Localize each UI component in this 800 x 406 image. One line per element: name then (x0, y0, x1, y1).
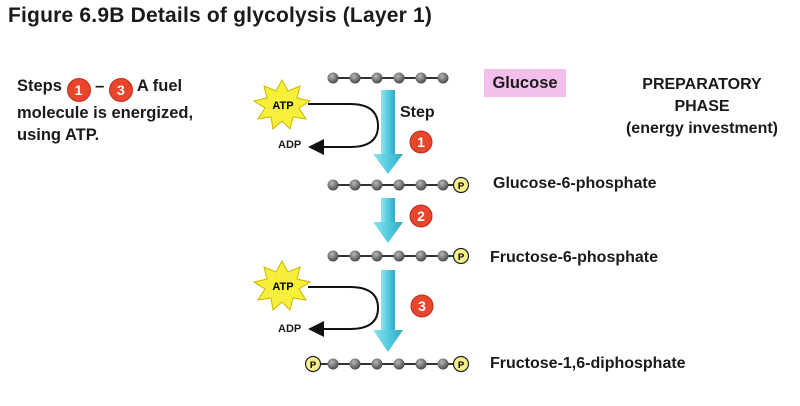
carbon-bead (349, 72, 361, 84)
phosphate-group (452, 355, 470, 373)
step-2-badge: 2 (409, 204, 433, 228)
carbon-bead (327, 179, 339, 191)
step-3-number: 3 (418, 298, 426, 314)
carbon-bead (371, 72, 383, 84)
step-3-badge: 3 (410, 294, 434, 318)
carbon-bead (349, 250, 361, 262)
step-1-badge: 1 (409, 130, 433, 154)
phosphate-text: P (458, 360, 465, 371)
carbon-bead (371, 250, 383, 262)
step-2-arrow (373, 198, 403, 243)
carbon-bead (415, 179, 427, 191)
carbon-bead (327, 358, 339, 370)
atp-starburst-top: ATP (252, 78, 312, 130)
fructose-6-phosphate-label: Fructose-6-phosphate (490, 249, 659, 266)
carbon-bead (393, 179, 405, 191)
atp-text-bottom: ATP (272, 281, 293, 293)
carbon-bead (327, 72, 339, 84)
carbon-bead (349, 358, 361, 370)
step-2-number: 2 (417, 208, 425, 224)
carbon-bead (349, 179, 361, 191)
steps-text-line3: using ATP. (17, 126, 100, 144)
glucose-molecule (327, 72, 449, 84)
carbon-bead (437, 250, 449, 262)
atp-text-top: ATP (272, 100, 293, 112)
step-1-number: 1 (417, 134, 425, 150)
carbon-bead (371, 358, 383, 370)
carbon-bead (393, 250, 405, 262)
glucose-label: Glucose (484, 69, 566, 97)
carbon-bead (415, 72, 427, 84)
glucose-6-phosphate-molecule: P (327, 176, 470, 194)
phase-label: PREPARATORY PHASE (energy investment) (602, 74, 800, 140)
carbon-bead (437, 179, 449, 191)
adp-label-top: ADP (278, 139, 302, 151)
carbon-bead (393, 72, 405, 84)
atp-adp-arrow-top (308, 103, 380, 155)
phosphate-text: P (458, 252, 465, 263)
fructose-1-6-diphosphate-label: Fructose-1,6-diphosphate (490, 355, 686, 372)
atp-starburst-bottom: ATP (252, 259, 312, 311)
figure-title: Figure 6.9B Details of glycolysis (Layer… (8, 4, 433, 27)
carbon-bead (327, 250, 339, 262)
steps-text-line1: A fuel (136, 77, 183, 95)
step-badge-3: 3 (108, 78, 133, 102)
carbon-bead (371, 179, 383, 191)
step-1-arrow (373, 90, 403, 174)
carbon-bead (415, 250, 427, 262)
phosphate-text: P (458, 181, 465, 192)
phosphate-group (304, 355, 322, 373)
steps-text-line2: molecule is energized, (17, 104, 194, 122)
carbon-bead (415, 358, 427, 370)
carbon-bead (437, 72, 449, 84)
steps-description: Steps 1 – 3 A fuel molecule is energized… (17, 75, 257, 146)
phase-line3: (energy investment) (625, 120, 779, 137)
phase-line1: PREPARATORY (642, 76, 762, 93)
carbon-bead (393, 358, 405, 370)
phosphate-group (452, 247, 470, 265)
glucose-6-phosphate-label: Glucose-6-phosphate (493, 175, 657, 192)
phase-line2: PHASE (674, 98, 730, 115)
steps-dash: – (95, 77, 105, 95)
steps-prefix: Steps (17, 77, 62, 95)
phosphate-text: P (310, 360, 317, 371)
fructose-6-phosphate-molecule: P (327, 247, 470, 265)
step-word: Step (400, 104, 435, 121)
carbon-bead (437, 358, 449, 370)
step-3-arrow (373, 270, 403, 352)
adp-label-bottom: ADP (278, 323, 302, 335)
atp-adp-arrow-bottom (308, 286, 380, 337)
step-badge-1: 1 (66, 78, 91, 102)
fructose-1-6-diphosphate-molecule: P P (304, 355, 470, 373)
phosphate-group (452, 176, 470, 194)
